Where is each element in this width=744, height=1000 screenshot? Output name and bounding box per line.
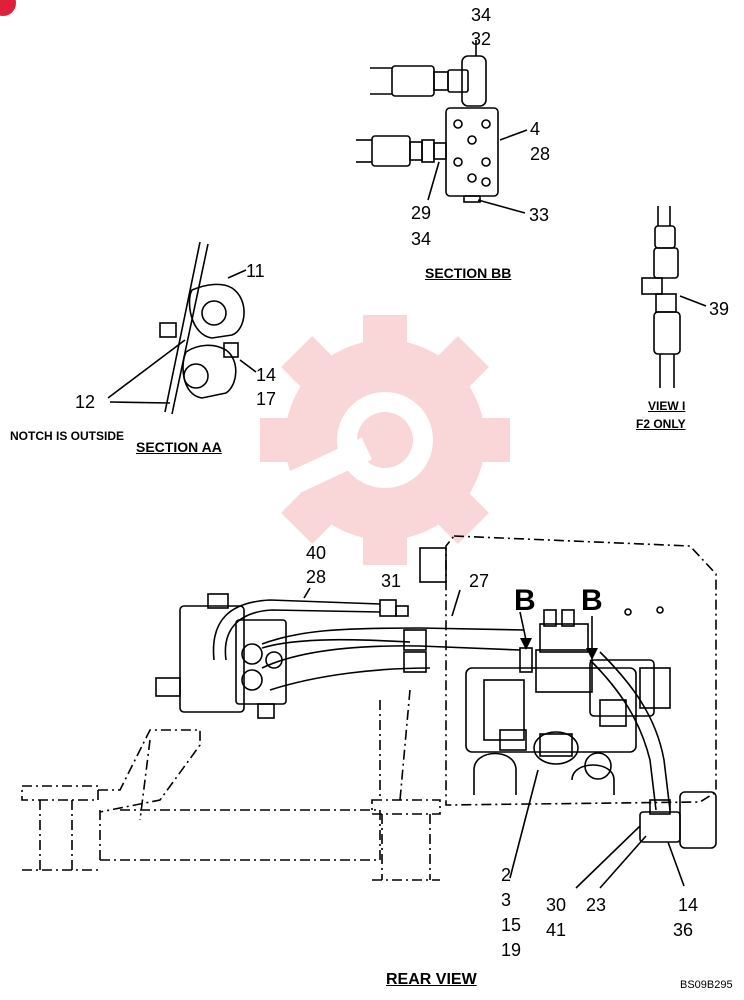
callout-40: 40 xyxy=(306,543,327,563)
callout-30: 30 xyxy=(546,895,567,915)
callout-36: 36 xyxy=(673,920,694,940)
callout-32: 32 xyxy=(471,29,492,49)
callout-31: 31 xyxy=(381,571,402,591)
corner-badge xyxy=(0,0,16,16)
gear-wrench-icon xyxy=(260,315,510,565)
callout-23: 23 xyxy=(586,895,607,915)
callout-41: 41 xyxy=(546,920,567,940)
section-bb-drawing xyxy=(356,40,528,214)
section-aa-drawing xyxy=(107,241,257,415)
notch-note: NOTCH IS OUTSIDE xyxy=(10,429,125,443)
callout-28-rear: 28 xyxy=(306,567,327,587)
rear-view-drawing xyxy=(21,535,717,889)
callout-33: 33 xyxy=(529,205,550,225)
view-i-caption: VIEW I xyxy=(648,399,686,413)
section-b-arrows xyxy=(520,638,598,660)
callout-39: 39 xyxy=(709,299,730,319)
view-i-drawing xyxy=(641,206,707,388)
callout-34-top: 34 xyxy=(471,5,492,25)
callout-2: 2 xyxy=(501,865,512,885)
callout-14-aa: 14 xyxy=(256,365,277,385)
section-marker-b-left: B xyxy=(514,584,536,617)
callout-12: 12 xyxy=(75,392,96,412)
view-i-subcaption: F2 ONLY xyxy=(636,417,686,431)
callout-19: 19 xyxy=(501,940,522,960)
callout-34-bottom: 34 xyxy=(411,229,432,249)
section-aa-caption: SECTION AA xyxy=(136,439,222,455)
callout-15: 15 xyxy=(501,915,522,935)
callout-27: 27 xyxy=(469,571,490,591)
section-bb-caption: SECTION BB xyxy=(425,265,512,281)
rear-view-caption: REAR VIEW xyxy=(386,971,477,988)
callout-29: 29 xyxy=(411,203,432,223)
callout-11: 11 xyxy=(246,261,265,281)
drawing-number: BS09B295 xyxy=(680,979,733,991)
callout-3: 3 xyxy=(501,890,512,910)
callout-17: 17 xyxy=(256,389,277,409)
callout-28-bb: 28 xyxy=(530,144,551,164)
callout-14-rear: 14 xyxy=(678,895,699,915)
callout-4: 4 xyxy=(530,119,541,139)
section-marker-b-right: B xyxy=(581,584,603,617)
